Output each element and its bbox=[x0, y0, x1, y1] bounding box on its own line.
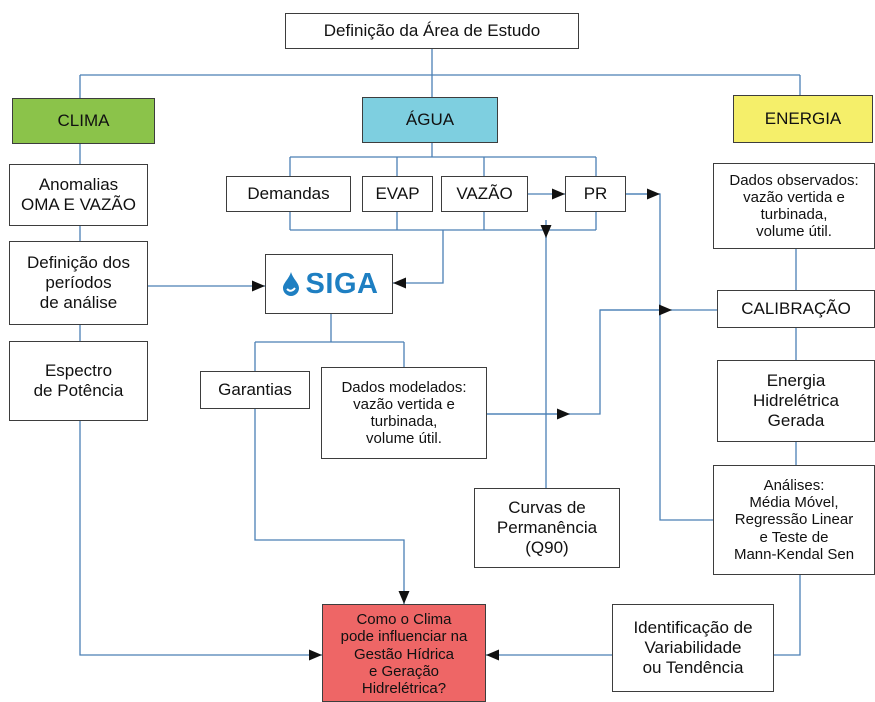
analises-box: Análises: Média Móvel, Regressão Linear … bbox=[713, 465, 875, 575]
pr-box: PR bbox=[565, 176, 626, 212]
energia-header: ENERGIA bbox=[733, 95, 873, 143]
energia-gerada-box: Energia Hidrelétrica Gerada bbox=[717, 360, 875, 442]
water-drop-icon bbox=[282, 272, 299, 296]
connector-pr-to-calibracao bbox=[626, 193, 713, 521]
clima-header: CLIMA bbox=[12, 98, 155, 144]
connector-analises-to-ident bbox=[774, 575, 801, 656]
arrowhead-calibracao-in-arrow bbox=[659, 304, 672, 316]
arrowhead-curvas-arrow bbox=[540, 225, 552, 238]
curvas-permanencia-box: Curvas de Permanência (Q90) bbox=[474, 488, 620, 568]
connector-modelados-to-calibracao bbox=[487, 309, 717, 415]
identificacao-box: Identificação de Variabilidade ou Tendên… bbox=[612, 604, 774, 692]
climate-question-box: Como o Clima pode influenciar na Gestão … bbox=[322, 604, 486, 702]
arrowhead-periodos-to-siga bbox=[252, 280, 265, 292]
arrowhead-espectro-to-question bbox=[309, 649, 322, 661]
agua-header: ÁGUA bbox=[362, 97, 498, 143]
demandas-box: Demandas bbox=[226, 176, 351, 212]
study-area-box: Definição da Área de Estudo bbox=[285, 13, 579, 49]
periodos-box: Definição dos períodos de análise bbox=[9, 241, 148, 325]
arrowhead-pr-arrow bbox=[647, 188, 660, 200]
arrowhead-vazao-to-pr bbox=[552, 188, 565, 200]
arrowhead-garantias-to-question bbox=[398, 591, 410, 604]
espectro-box: Espectro de Potência bbox=[9, 341, 148, 421]
evap-box: EVAP bbox=[362, 176, 433, 212]
vazao-box: VAZÃO bbox=[441, 176, 528, 212]
arrowhead-ident-to-question bbox=[486, 649, 499, 661]
siga-label: SIGA bbox=[305, 267, 379, 300]
anomalias-box: Anomalias OMA E VAZÃO bbox=[9, 164, 148, 226]
dados-observados-box: Dados observados: vazão vertida e turbin… bbox=[713, 163, 875, 249]
connector-espectro-to-question bbox=[79, 421, 322, 656]
connector-garantias-to-question bbox=[254, 409, 405, 604]
siga-logo: SIGA bbox=[265, 254, 393, 314]
arrowhead-modelados-arrow bbox=[557, 408, 570, 420]
garantias-box: Garantias bbox=[200, 371, 310, 409]
calibracao-box: CALIBRAÇÃO bbox=[717, 290, 875, 328]
dados-modelados-box: Dados modelados: vazão vertida e turbina… bbox=[321, 367, 487, 459]
connector-vars-to-siga bbox=[393, 230, 444, 284]
arrowhead-vars-to-siga bbox=[393, 277, 406, 289]
